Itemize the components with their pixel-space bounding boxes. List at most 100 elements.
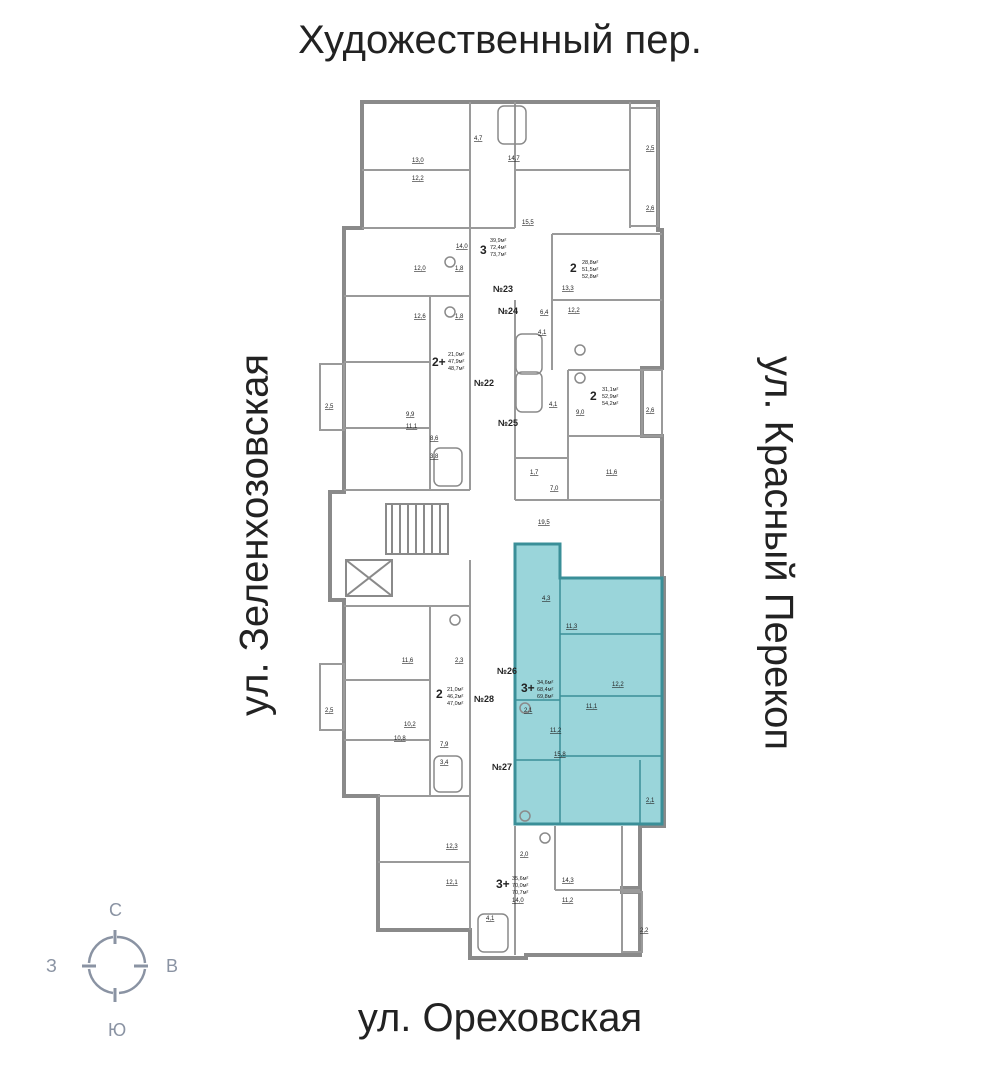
- apartment-number: №25: [498, 418, 518, 428]
- street-label-bottom: ул. Ореховская: [357, 996, 643, 1040]
- unit-area: 68,4м²: [537, 687, 553, 693]
- room-area: 11,2: [562, 898, 574, 904]
- unit-area: 73,7м²: [490, 252, 506, 258]
- balconies: [319, 107, 663, 953]
- highlighted-apartment[interactable]: [513, 542, 664, 826]
- room-area: 15,5: [522, 220, 534, 226]
- room-area: 4,1: [538, 330, 547, 336]
- room-area: 15,8: [554, 752, 566, 758]
- unit-info-block: 2 31,1м² 52,9м² 54,2м²: [590, 387, 618, 407]
- room-area: 1,7: [530, 470, 539, 476]
- street-label-top: Художественный пер.: [298, 18, 702, 62]
- room-area: 6,4: [540, 310, 549, 316]
- room-area: 19,5: [538, 520, 550, 526]
- unit-area: 39,9м²: [490, 238, 506, 244]
- room-area: 10,2: [404, 722, 416, 728]
- room-area: 12,2: [568, 308, 580, 314]
- unit-info-block: 2+ 21,0м² 47,9м² 48,7м²: [432, 352, 464, 372]
- room-area: 12,1: [446, 880, 458, 886]
- unit-area: 47,0м²: [447, 701, 463, 707]
- unit-area: 69,8м²: [537, 694, 553, 700]
- unit-area: 35,6м²: [512, 876, 528, 882]
- room-area: 12,0: [414, 266, 426, 272]
- building-walls: [328, 100, 666, 960]
- room-area: 4,1: [549, 402, 558, 408]
- unit-area: 70,7м²: [512, 890, 528, 896]
- room-area: 7,0: [550, 486, 559, 492]
- unit-area: 48,7м²: [448, 366, 464, 372]
- room-area: 3,8: [430, 454, 439, 460]
- room-area: 13,0: [412, 158, 424, 164]
- room-area: 14,3: [562, 878, 574, 884]
- room-area: 4,7: [474, 136, 483, 142]
- room-area: 11,1: [586, 704, 598, 710]
- unit-rooms: 2: [570, 261, 577, 275]
- apartment-number: №23: [493, 284, 513, 294]
- unit-area: 47,9м²: [448, 359, 464, 365]
- unit-area: 21,0м²: [448, 352, 464, 358]
- compass-south-label: Ю: [108, 1020, 127, 1040]
- unit-info-block: 2 28,8м² 51,5м² 52,8м²: [570, 260, 598, 280]
- room-area: 8,6: [430, 436, 439, 442]
- room-area: 14,0: [456, 244, 468, 250]
- unit-area: 28,8м²: [582, 260, 598, 266]
- room-area: 2,5: [325, 404, 334, 410]
- compass-east-label: В: [166, 956, 179, 976]
- room-area: 2,5: [325, 708, 334, 714]
- room-area: 14,0: [512, 898, 524, 904]
- room-area: 2,1: [646, 798, 655, 804]
- apartment-number: №28: [474, 694, 494, 704]
- unit-info-block: 3 39,9м² 72,4м² 73,7м²: [480, 238, 506, 258]
- unit-area: 46,2м²: [447, 694, 463, 700]
- unit-area: 31,1м²: [602, 387, 618, 393]
- room-area: 14,7: [508, 156, 520, 162]
- unit-rooms: 2+: [432, 355, 446, 369]
- room-area: 2,2: [640, 928, 649, 934]
- room-area: 1,8: [455, 266, 464, 272]
- room-area: 12,3: [446, 844, 458, 850]
- compass-rose-icon: [82, 930, 148, 1002]
- compass-west-label: З: [46, 956, 57, 976]
- room-area: 11,2: [550, 728, 562, 734]
- interior-walls: [344, 102, 662, 955]
- room-area: 12,6: [414, 314, 426, 320]
- compass-north-label: С: [109, 900, 122, 920]
- unit-area: 21,0м²: [447, 687, 463, 693]
- room-area: 9,0: [576, 410, 585, 416]
- apartment-number-labels: №23 №24 №22 №25 №26 №28 №27: [474, 284, 518, 772]
- unit-info-block: 3+ 34,6м² 68,4м² 69,8м²: [521, 680, 553, 700]
- room-area: 2,3: [455, 658, 464, 664]
- apartment-number: №27: [492, 762, 512, 772]
- elevator: [345, 559, 393, 597]
- bathroom-fixtures: [433, 105, 586, 953]
- unit-area: 34,6м²: [537, 680, 553, 686]
- unit-area: 51,5м²: [582, 267, 598, 273]
- unit-area: 54,2м²: [602, 401, 618, 407]
- room-area: 11,6: [606, 470, 618, 476]
- unit-info-block: 3+ 35,6м² 70,0м² 70,7м²: [496, 876, 528, 896]
- unit-rooms: 3+: [521, 681, 535, 695]
- room-area: 12,2: [612, 682, 624, 688]
- room-area: 4,3: [542, 596, 551, 602]
- unit-rooms: 3+: [496, 877, 510, 891]
- highlighted-apartment-walls: [515, 578, 662, 824]
- room-area: 9,9: [406, 412, 415, 418]
- unit-rooms: 2: [436, 687, 443, 701]
- room-area: 2,6: [646, 408, 655, 414]
- room-area: 2,6: [646, 206, 655, 212]
- room-area: 2,0: [520, 852, 529, 858]
- unit-area: 52,9м²: [602, 394, 618, 400]
- room-area: 12,2: [412, 176, 424, 182]
- room-area: 1,8: [455, 314, 464, 320]
- room-area: 3,4: [440, 760, 449, 766]
- room-area: 4,1: [486, 916, 495, 922]
- room-area: 11,6: [402, 658, 414, 664]
- apartment-number: №26: [497, 666, 517, 676]
- room-area: 10,8: [394, 736, 406, 742]
- unit-rooms: 3: [480, 243, 487, 257]
- room-area-labels: 4,7 2,5 13,0 14,7 12,2 2,6 15,5 14,0 12,…: [325, 136, 655, 934]
- unit-area: 52,8м²: [582, 274, 598, 280]
- room-area: 13,3: [562, 286, 574, 292]
- room-area: 11,3: [566, 624, 578, 630]
